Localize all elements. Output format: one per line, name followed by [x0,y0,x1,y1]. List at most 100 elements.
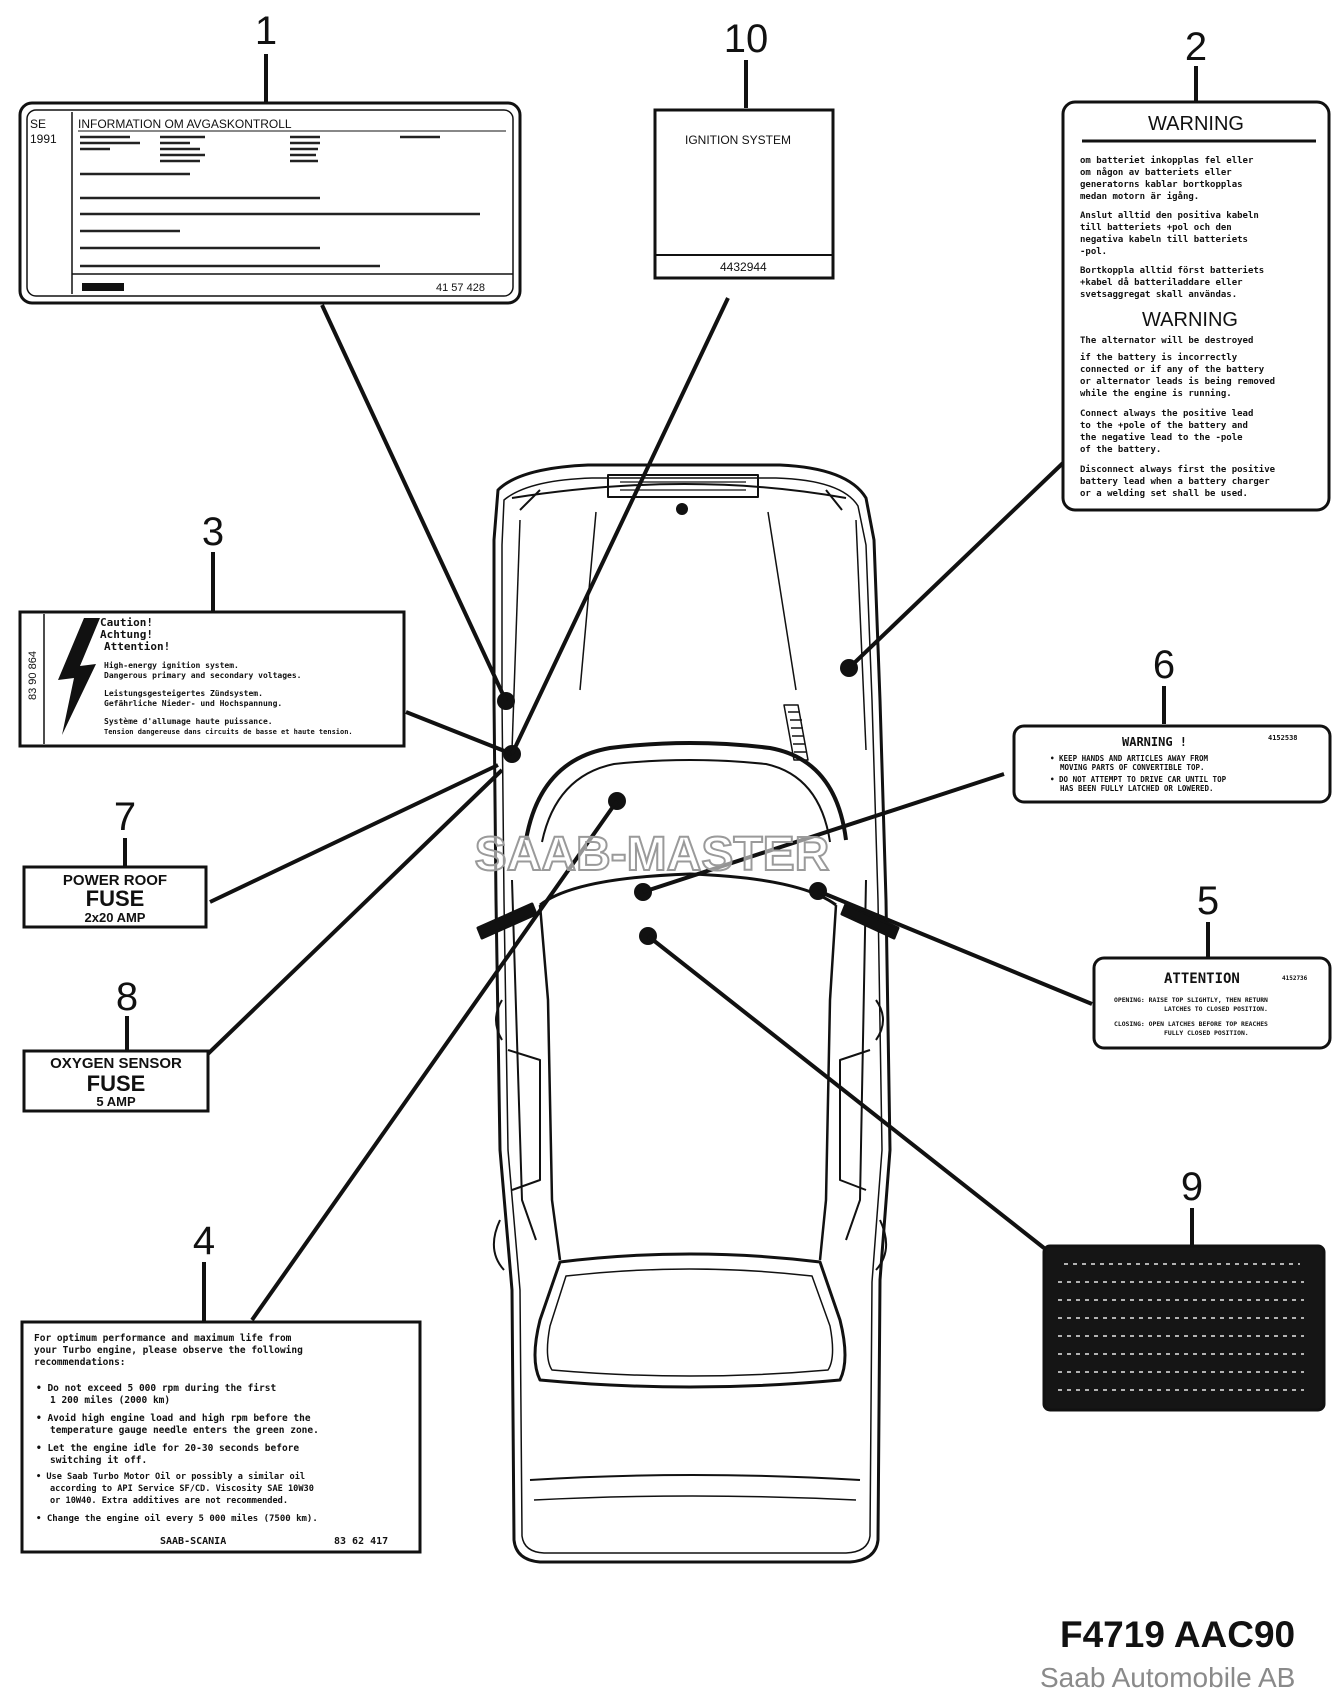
label-2-line: or alternator leads is being removed [1080,376,1275,387]
label-5-top-latches-attention: ATTENTION 4152736 OPENING: RAISE TOP SLI… [1092,956,1332,1050]
label-1-part-number: 41 57 428 [436,282,485,294]
label-2-line: to the +pole of the battery and [1080,421,1248,431]
callout-1: 1 [255,9,277,53]
label-5-title: ATTENTION [1164,971,1240,987]
label-3-line: Gefährliche Nieder- und Hochspannung. [104,698,282,708]
label-3-line: Leistungsgesteigertes Zündsystem. [104,688,263,698]
label-3-line: Système d'allumage haute puissance. [104,716,273,726]
callout-9: 9 [1181,1165,1203,1209]
label-4-line: • Avoid high engine load and high rpm be… [36,1413,311,1424]
label-2-line: Anslut alltid den positiva kabeln [1080,210,1259,221]
label-7-line-1: POWER ROOF [63,872,167,889]
label-2-line: om någon av batteriets eller [1080,167,1232,178]
label-3-heading: Attention! [104,640,170,653]
label-2-line: of the battery. [1080,445,1161,455]
label-2-line: +kabel då batteriladdare eller [1080,277,1243,288]
label-6-line: • KEEP HANDS AND ARTICLES AWAY FROM [1050,754,1209,763]
label-6-line: HAS BEEN FULLY LATCHED OR LOWERED. [1060,784,1214,793]
label-4-line: • Change the engine oil every 5 000 mile… [36,1513,318,1524]
label-3-line: High-energy ignition system. [104,660,239,670]
label-5-line: FULLY CLOSED POSITION. [1164,1029,1249,1037]
watermark: SAAB-MASTER [475,828,830,881]
label-7-power-roof-fuse: POWER ROOF FUSE 2x20 AMP [22,865,208,929]
label-1-country: SE [30,117,46,131]
label-2-line: the negative lead to the -pole [1080,432,1243,443]
label-2-line: Connect always the positive lead [1080,408,1253,419]
label-2-line: The alternator will be destroyed [1080,335,1253,346]
label-2-line: or a welding set shall be used. [1080,488,1248,499]
label-4-line: For optimum performance and maximum life… [34,1333,292,1344]
label-3-line: Dangerous primary and secondary voltages… [104,670,301,680]
label-4-line: • Do not exceed 5 000 rpm during the fir… [36,1383,276,1394]
label-2-line: connected or if any of the battery [1080,364,1265,375]
label-7-line-2: FUSE [86,886,145,911]
car-top-view [476,463,900,1564]
label-6-code: 4152538 [1268,734,1298,742]
label-2-line: generatorns kablar bortkopplas [1080,180,1243,190]
label-4-line: • Use Saab Turbo Motor Oil or possibly a… [36,1471,305,1482]
label-4-line: according to API Service SF/CD. Viscosit… [50,1483,314,1494]
label-4-line: • Let the engine idle for 20-30 seconds … [36,1443,299,1454]
label-4-line: 1 200 miles (2000 km) [50,1395,170,1406]
label-4-line: or 10W40. Extra additives are not recomm… [50,1495,288,1506]
label-3-ignition-caution: 83 90 864 Caution! Achtung! Attention! H… [18,610,406,748]
label-8-oxygen-sensor-fuse: OXYGEN SENSOR FUSE 5 AMP [22,1049,210,1113]
label-8-line-3: 5 AMP [96,1094,136,1109]
label-10-part-number: 4432944 [720,260,767,274]
label-8-line-1: OXYGEN SENSOR [50,1055,182,1072]
callout-5: 5 [1197,879,1219,923]
label-3-line: Tension dangereuse dans circuits de bass… [104,728,353,736]
label-5-line: OPENING: RAISE TOP SLIGHTLY, THEN RETURN [1114,996,1268,1004]
label-6-title: WARNING ! [1122,735,1187,749]
label-8-line-2: FUSE [87,1071,146,1096]
callout-stems [123,54,1210,1324]
callout-7: 7 [114,795,136,839]
label-2-battery-warning: WARNING om batteriet inkopplas fel eller… [1061,100,1331,512]
label-1-title: INFORMATION OM AVGASKONTROLL [78,117,292,131]
label-9-data-plate [1042,1244,1326,1412]
label-4-line: your Turbo engine, please observe the fo… [34,1345,303,1356]
lightning-bolt-icon [58,618,100,735]
label-5-code: 4152736 [1282,975,1308,982]
callout-2: 2 [1185,25,1207,69]
label-2-title-english: WARNING [1142,309,1238,331]
figure-code: F4719 AAC90 [1060,1614,1296,1655]
label-2-line: negativa kabeln till batteriets [1080,234,1248,245]
leader-lines [183,297,1093,1322]
label-5-line: CLOSING: OPEN LATCHES BEFORE TOP REACHES [1114,1020,1268,1028]
callout-8: 8 [116,975,138,1019]
label-6-convertible-top-warning: WARNING ! 4152538 • KEEP HANDS AND ARTIC… [1012,724,1332,804]
label-3-heading: Achtung! [100,628,153,641]
label-6-line: MOVING PARTS OF CONVERTIBLE TOP. [1060,763,1205,772]
label-2-line: till batteriets +pol och den [1080,222,1232,233]
label-2-line: -pol. [1080,247,1107,257]
label-2-line: Bortkoppla alltid först batteriets [1080,265,1264,276]
label-5-line: LATCHES TO CLOSED POSITION. [1164,1005,1268,1013]
label-2-line: Disconnect always first the positive [1080,464,1276,475]
callout-numbers: 1 2 3 4 5 6 7 8 9 10 [114,9,1219,1263]
label-4-part-number: 83 62 417 [334,1536,388,1547]
label-3-part-number: 83 90 864 [27,651,39,700]
callout-3: 3 [202,510,224,554]
company-name: Saab Automobile AB [1040,1662,1296,1693]
label-1-fine-print [80,135,480,268]
label-1-year: 1991 [30,132,57,146]
label-4-line: switching it off. [50,1455,147,1466]
label-10-ignition-system: IGNITION SYSTEM 4432944 [653,108,835,280]
label-2-line: battery lead when a battery charger [1080,477,1270,487]
label-2-line: while the engine is running. [1080,388,1232,399]
label-4-line: temperature gauge needle enters the gree… [50,1425,319,1436]
label-2-line: medan motorn är igång. [1080,191,1199,202]
label-6-line: • DO NOT ATTEMPT TO DRIVE CAR UNTIL TOP [1050,775,1227,784]
label-1-emission-control: SE 1991 INFORMATION OM AVGASKONTROLL 41 … [18,101,522,305]
label-2-title-swedish: WARNING [1148,113,1244,135]
label-10-text: IGNITION SYSTEM [685,133,791,147]
callout-10: 10 [724,17,769,61]
label-4-line: recommendations: [34,1357,126,1368]
callout-6: 6 [1153,643,1175,687]
label-7-line-3: 2x20 AMP [85,910,146,925]
label-4-brand: SAAB-SCANIA [160,1536,226,1547]
label-3-heading: Caution! [100,616,153,629]
